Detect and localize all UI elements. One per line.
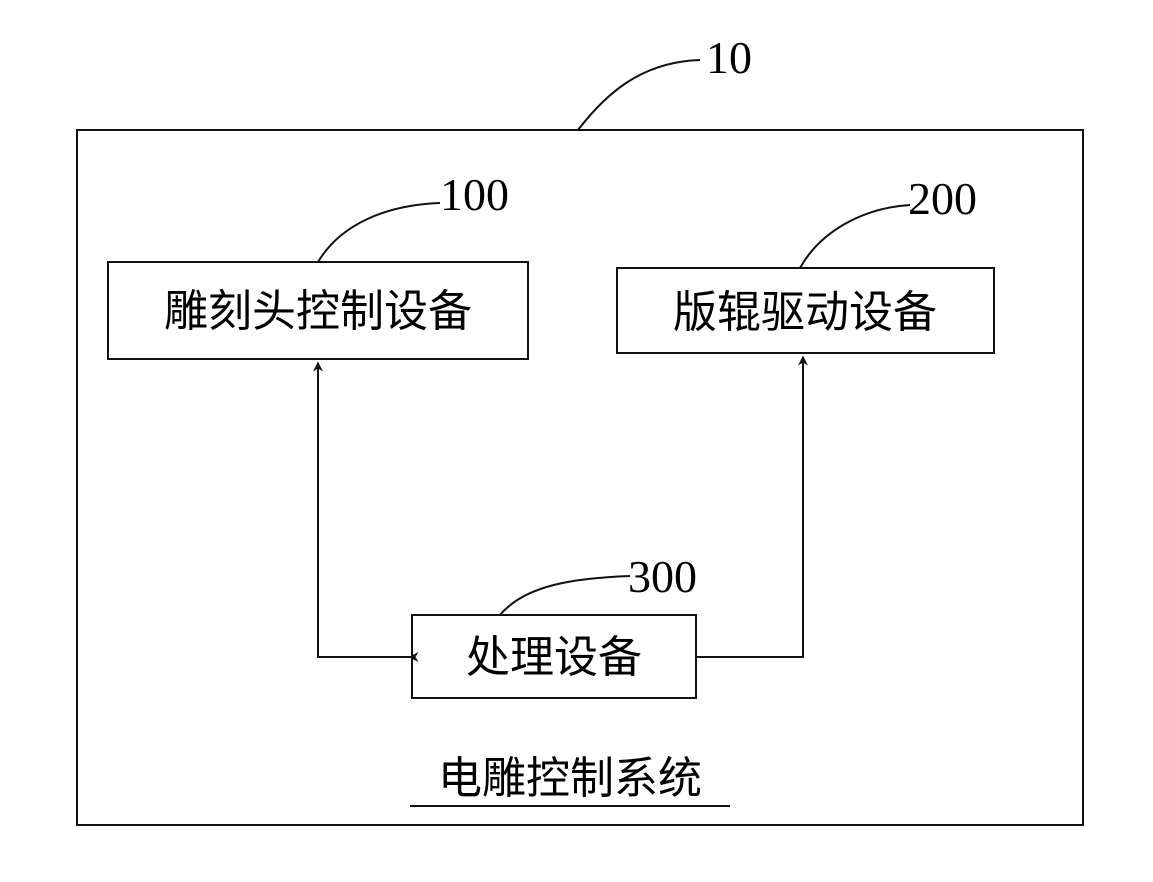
engraving-head-control-box [107,261,529,360]
processing-box [411,614,697,699]
engraving-head-ref-number: 100 [440,169,509,220]
engraving-head-control-label: 雕刻头控制设备 [164,286,472,337]
plate-roller-drive-box [616,267,995,354]
system-boundary [76,129,1084,826]
plate-roller-drive-label: 版辊驱动设备 [673,287,937,338]
processing-label: 处理设备 [466,632,642,683]
system-caption: 电雕控制系统 [438,753,702,804]
system-ref-number: 10 [706,32,752,83]
plate-roller-ref-number: 200 [908,173,977,224]
plate-roller-leader-line [799,204,911,269]
processing-leader-line [499,575,631,616]
connector-processing-engraving-head [313,361,419,662]
engraving-head-leader-line [317,202,441,263]
processing-ref-number: 300 [628,551,697,602]
connector-processing-plate-roller [696,355,808,658]
system-leader-line [577,59,701,131]
